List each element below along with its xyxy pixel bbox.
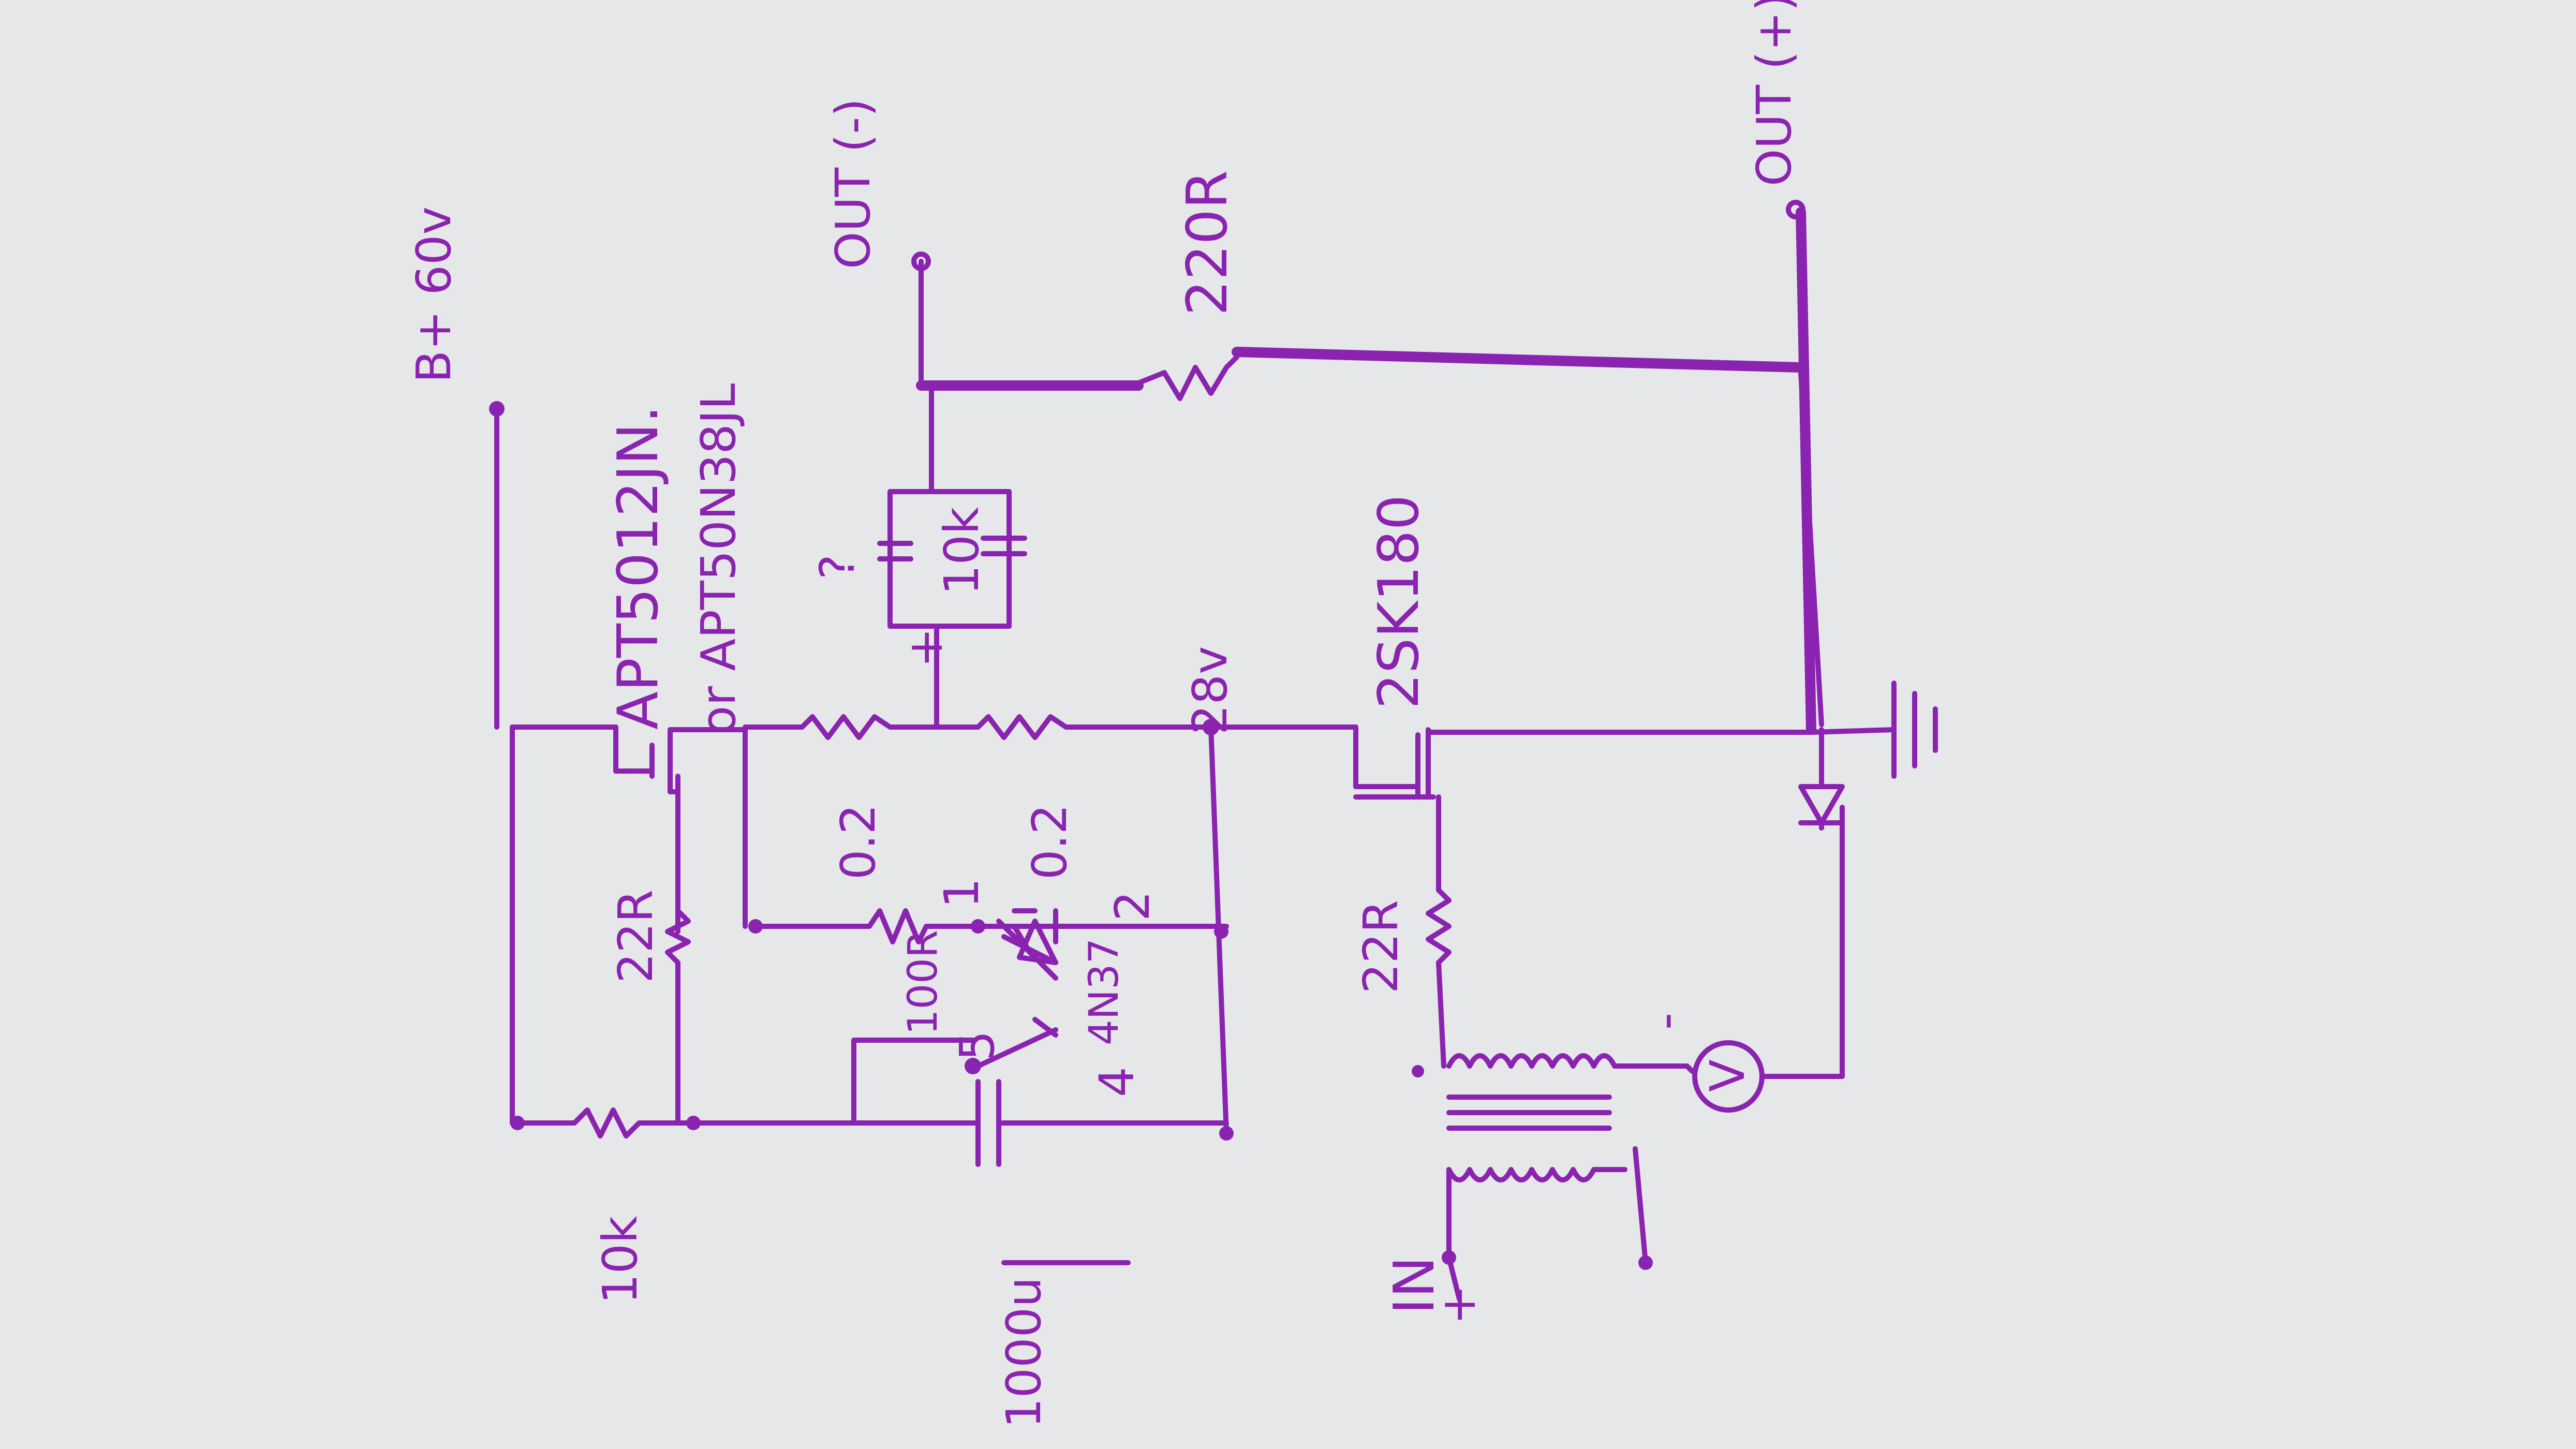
label-r-bias: 10k [593,1216,648,1304]
svg-text:0.2: 0.2 [831,804,886,880]
svg-text:28v: 28v [1182,646,1238,735]
svg-text:V: V [1700,1059,1755,1092]
svg-text:22R: 22R [1353,900,1409,994]
svg-text:1: 1 [934,878,989,908]
svg-text:4: 4 [1089,1067,1145,1097]
svg-text:OUT (-): OUT (-) [825,98,881,269]
wire-mid-node [1208,724,1229,1136]
svg-text:+: + [1431,1285,1486,1325]
label-c-ques: ? [810,554,865,580]
label-out-pos: OUT (+) [1746,0,1802,186]
label-c-bias: 1000u [996,1277,1052,1428]
resistor-opto [867,908,929,944]
svg-text:0.2: 0.2 [1022,804,1077,880]
svg-text:or APT50N38JL: or APT50N38JL [691,383,746,735]
label-r-gate-q1: 22R [608,890,663,983]
svg-text:+: + [898,628,953,668]
voltmeter [1684,805,1845,1113]
svg-text:10k: 10k [593,1216,648,1304]
resistor-q1-gate [665,908,691,1126]
svg-text:22R: 22R [608,890,663,983]
label-meter-minus: - [1638,1013,1693,1030]
svg-text:?: ? [810,554,865,580]
label-q1-alt: or APT50N38JL [691,383,746,735]
supply-terminal [489,401,505,730]
svg-text:100R: 100R [900,930,946,1035]
svg-text:APT5012JN.: APT5012JN. [606,405,671,730]
out-negative-terminal [911,252,931,388]
input-terminal [1442,1250,1462,1302]
label-pin5: 5 [950,1030,1005,1061]
label-in-plus: + [1431,1285,1486,1325]
label-v-mid: 28v [1182,646,1238,735]
resistor-out [1136,354,1239,401]
label-opto-part: 4N37 [1081,938,1128,1045]
svg-text:5: 5 [950,1030,1005,1061]
label-pin2: 2 [1105,891,1160,921]
svg-text:2SK180: 2SK180 [1367,495,1431,709]
label-r-gate-q2: 22R [1353,900,1409,994]
label-r-out: 220R [1175,170,1240,316]
label-in: IN [1382,1256,1447,1314]
circuit [489,200,1938,1302]
svg-text:1000u: 1000u [996,1277,1052,1428]
svg-text:OUT (+): OUT (+) [1746,0,1802,186]
label-pin4: 4 [1089,1067,1145,1097]
capacitor-feedback [877,383,1027,730]
label-out-neg: OUT (-) [825,98,881,269]
resistor-source-a [800,714,893,740]
ground-symbol [1809,681,1938,779]
q1-mosfet [613,724,748,934]
svg-text:IN: IN [1382,1256,1447,1314]
zener-diode [1798,727,1845,831]
resistor-q2-gate [1426,794,1452,1069]
label-r-opto: 100R [900,930,946,1035]
svg-text:B+ 60v: B+ 60v [406,206,462,383]
capacitor-bias [851,1079,1234,1265]
label-q1-part: APT5012JN. [606,405,671,730]
q2-jfet [1353,724,1814,800]
label-c-plus: + [898,628,953,668]
label-meter: V [1700,1059,1755,1092]
label-pin1: 1 [934,878,989,908]
label-r-fb: 10k [934,507,989,595]
label-r-src-a: 0.2 [831,804,886,880]
resistor-source-b [975,714,1069,740]
label-q2-part: 2SK180 [1367,495,1431,709]
resistor-bias [510,1107,856,1138]
label-supply: B+ 60v [406,206,462,383]
svg-text:4N37: 4N37 [1081,938,1128,1045]
svg-text:2: 2 [1105,891,1160,921]
transformer [1412,1053,1690,1270]
label-r-src-b: 0.2 [1022,804,1077,880]
svg-text:-: - [1638,1013,1693,1030]
svg-text:10k: 10k [934,507,989,595]
optocoupler-4n37 [851,908,1058,1126]
svg-text:220R: 220R [1175,170,1240,316]
